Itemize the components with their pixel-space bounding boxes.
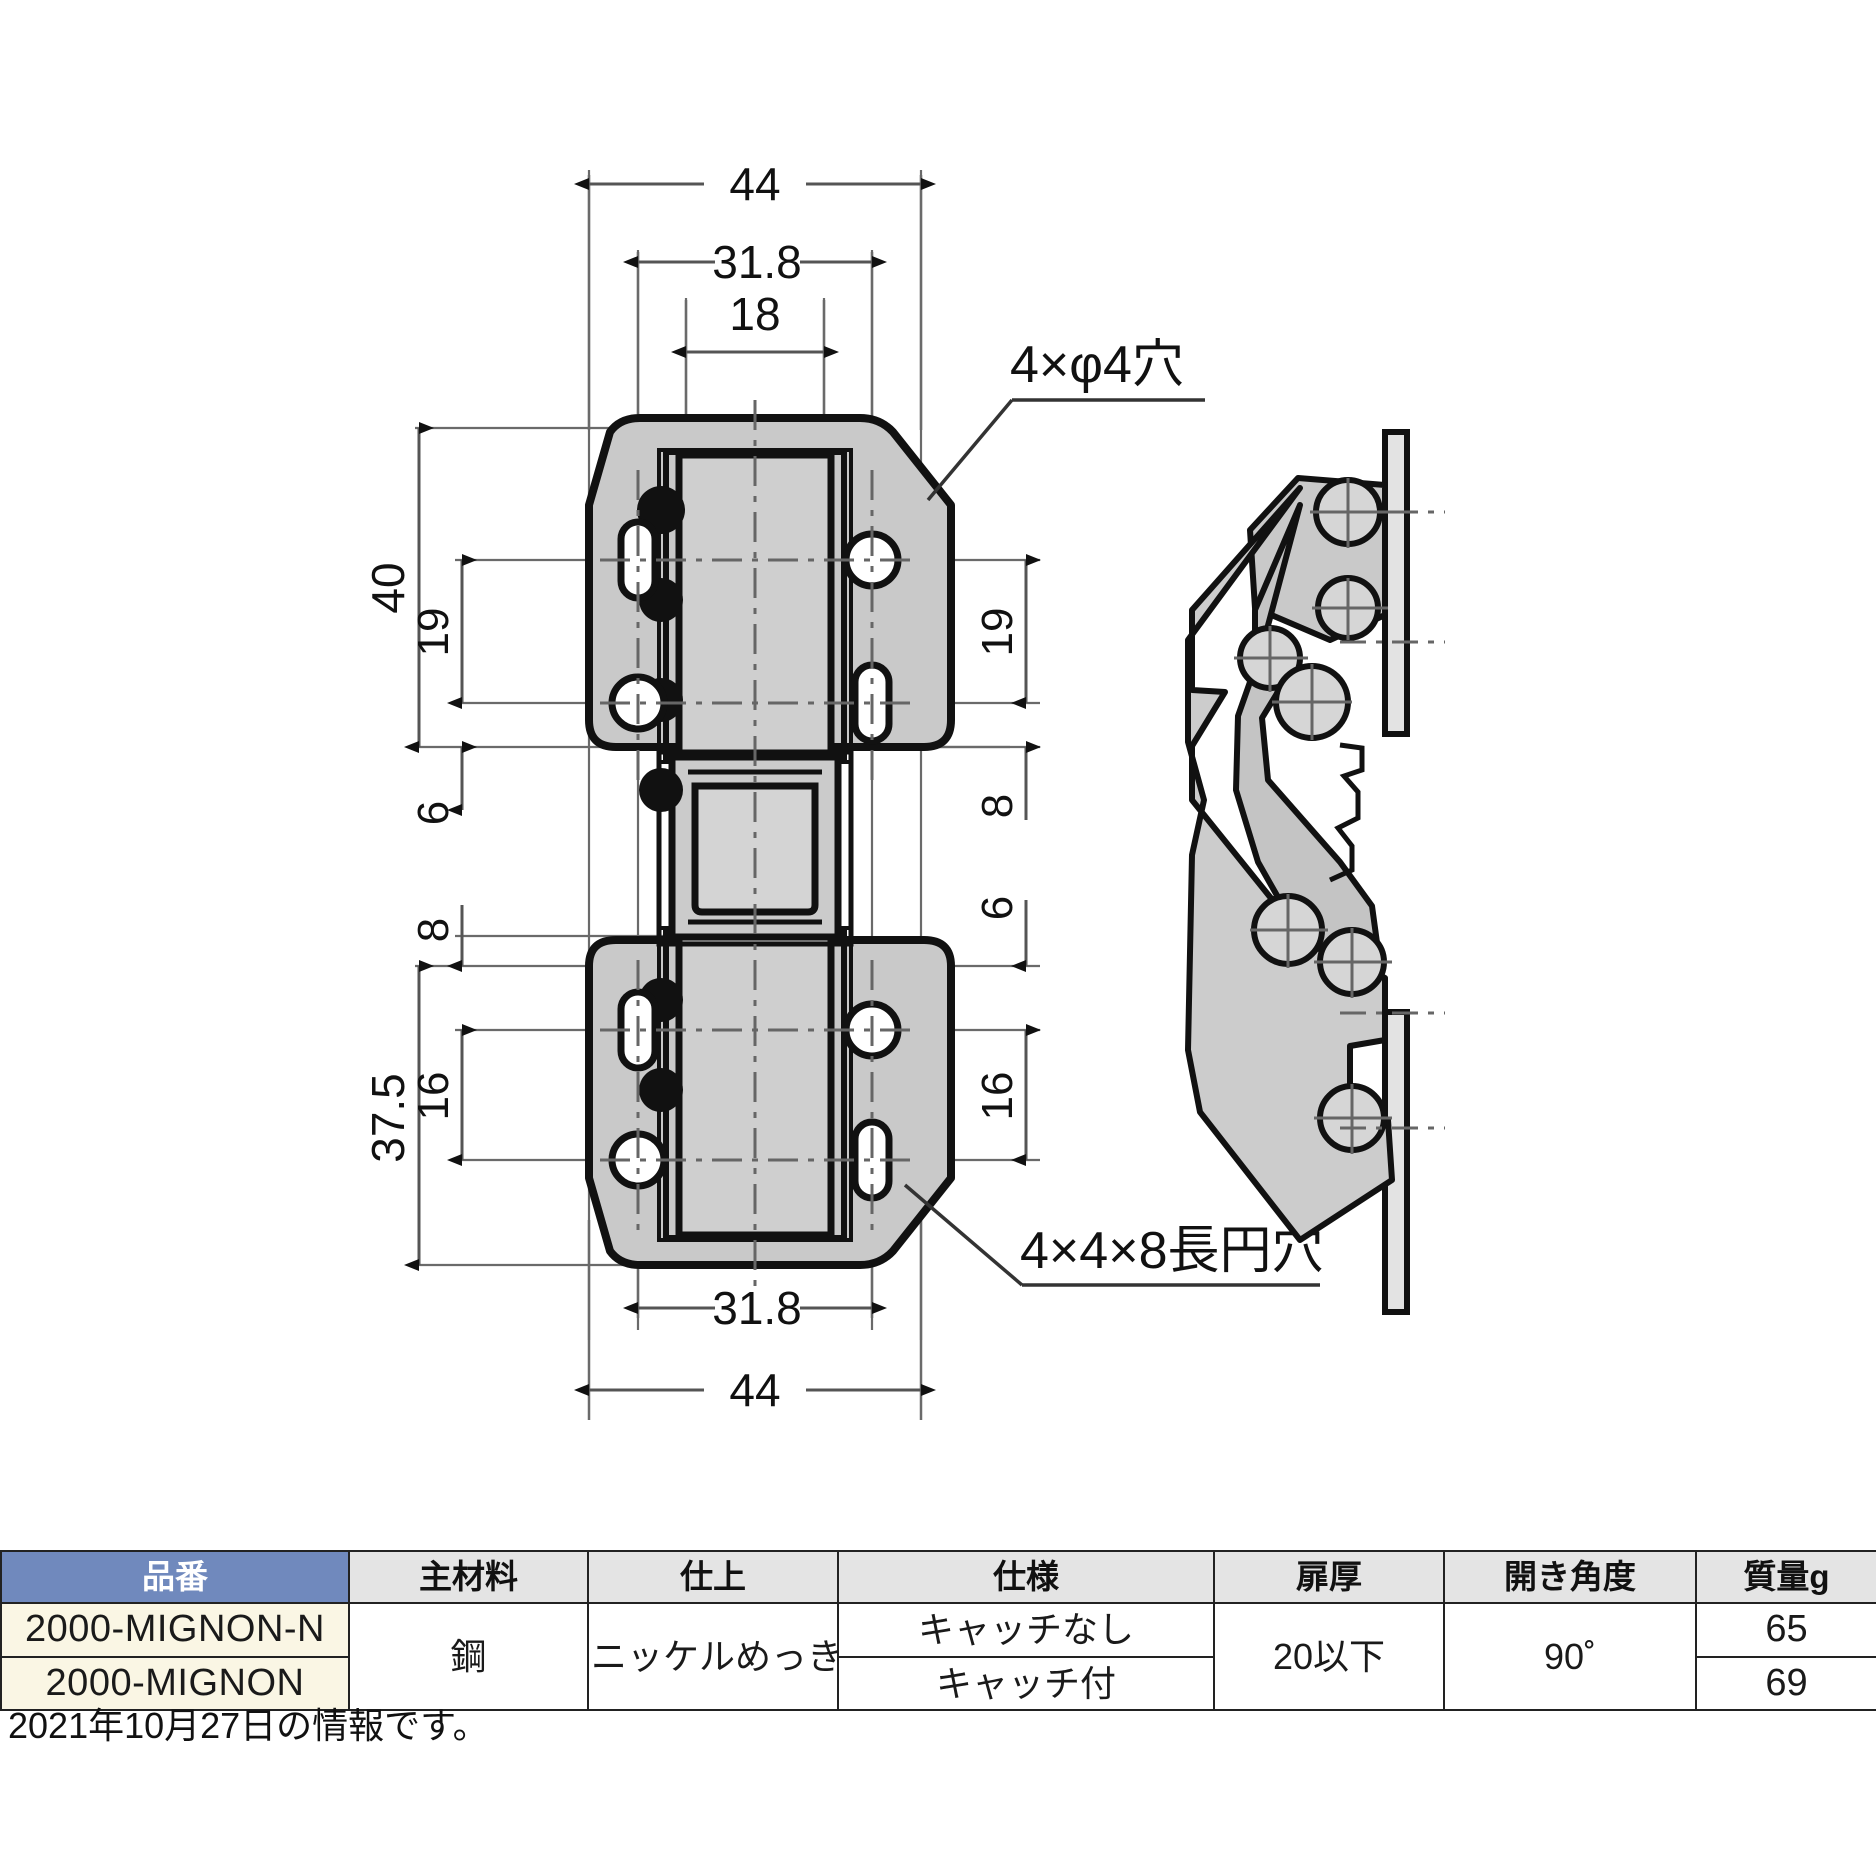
table-header-open-angle: 開き角度 <box>1443 1550 1697 1604</box>
callout-round-holes: 4×φ4穴 <box>926 336 1205 502</box>
table-header-part-no: 品番 <box>0 1550 350 1604</box>
dim-left-19: 19 <box>409 554 477 709</box>
side-cam-profile <box>1328 742 1365 883</box>
dim-label-bottom-44: 44 <box>729 1364 780 1416</box>
dim-label-top-18: 18 <box>729 288 780 340</box>
dim-label-top-44: 44 <box>729 158 780 210</box>
side-reference-lines <box>1340 510 1445 1130</box>
dim-right-8: 8 <box>973 741 1041 820</box>
dim-label-left-37-5: 37.5 <box>362 1073 414 1163</box>
center-lines <box>600 400 912 1290</box>
dim-label-right-6: 6 <box>973 896 1022 920</box>
cell-weight-2: 69 <box>1695 1655 1876 1712</box>
dim-label-left-8: 8 <box>409 918 458 942</box>
table-header-material: 主材料 <box>348 1550 589 1604</box>
dim-label-left-16: 16 <box>409 1072 458 1121</box>
information-date-note: 2021年10月27日の情報です。 <box>8 1705 489 1746</box>
dim-top-31-8: 31.8 <box>623 236 887 430</box>
side-pin-centermarks <box>1234 478 1392 1154</box>
cell-part-no-1: 2000-MIGNON-N <box>0 1602 350 1658</box>
cell-part-no-2: 2000-MIGNON <box>0 1655 350 1712</box>
dim-label-bottom-31-8: 31.8 <box>712 1282 802 1334</box>
dim-top-18: 18 <box>671 288 839 430</box>
cell-material: 鋼 <box>348 1601 589 1712</box>
dim-label-left-19: 19 <box>409 608 458 657</box>
cell-spec-2: キャッチ付 <box>837 1655 1215 1712</box>
cell-open-angle: 90˚ <box>1443 1601 1697 1712</box>
table-header-finish: 仕上 <box>587 1550 839 1604</box>
dim-label-left-40: 40 <box>362 562 414 613</box>
specification-table: 品番 主材料 仕上 仕様 扉厚 開き角度 質量g 2000-MIGNON-N 鋼… <box>0 1550 1876 1712</box>
dim-left-40: 40 <box>362 422 434 753</box>
dim-left-6: 6 <box>409 741 477 825</box>
cell-weight-1: 65 <box>1695 1602 1876 1658</box>
dim-right-16: 16 <box>973 1024 1041 1166</box>
table-header-door-thickness: 扉厚 <box>1213 1550 1445 1604</box>
dim-left-16: 16 <box>409 1024 477 1166</box>
dim-right-6: 6 <box>973 896 1028 972</box>
dim-label-left-6: 6 <box>409 801 458 825</box>
dim-right-19: 19 <box>973 554 1041 709</box>
cell-finish: ニッケルめっき <box>587 1601 843 1712</box>
dim-bottom-44: 44 <box>574 1220 936 1420</box>
table-row: 2000-MIGNON キャッチ付 69 <box>0 1655 1876 1712</box>
dim-top-44: 44 <box>574 158 936 430</box>
callout-label-round-holes: 4×φ4穴 <box>1010 336 1184 394</box>
dim-label-top-31-8: 31.8 <box>712 236 802 288</box>
plan-view <box>585 400 955 1290</box>
table-header-weight: 質量g <box>1695 1550 1876 1604</box>
dim-label-right-19: 19 <box>973 608 1022 657</box>
dim-label-right-8: 8 <box>973 794 1022 818</box>
table-header-spec: 仕様 <box>837 1550 1215 1604</box>
hinge-technical-drawing: 44 31.8 18 40 19 6 <box>362 158 1445 1420</box>
cell-spec-1: キャッチなし <box>837 1602 1215 1658</box>
cell-door-thickness: 20以下 <box>1213 1601 1445 1712</box>
table-header-row: 品番 主材料 仕上 仕様 扉厚 開き角度 質量g <box>0 1550 1876 1604</box>
side-view <box>1185 429 1445 1315</box>
dim-left-37-5: 37.5 <box>362 960 434 1271</box>
dim-left-8: 8 <box>409 905 464 972</box>
callout-label-slot-holes: 4×4×8長円穴 <box>1020 1222 1324 1280</box>
table-row: 2000-MIGNON-N 鋼 ニッケルめっき キャッチなし 20以下 90˚ … <box>0 1601 1876 1712</box>
callout-slot-holes: 4×4×8長円穴 <box>903 1183 1324 1287</box>
dim-label-right-16: 16 <box>973 1072 1022 1121</box>
